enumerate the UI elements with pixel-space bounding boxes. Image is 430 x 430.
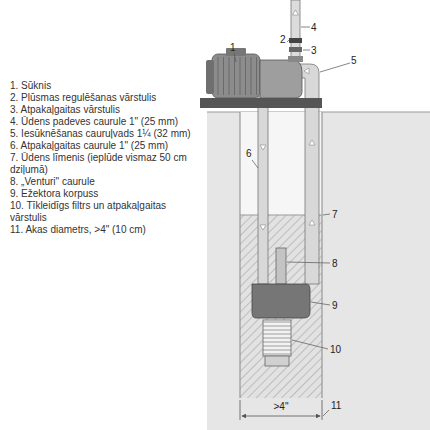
flow-arrow xyxy=(309,140,315,145)
suction-pipe xyxy=(298,64,319,284)
fin xyxy=(218,57,219,95)
part-list-item: 7. Ūdens līmenis (ieplūde vismaz 50 cm d… xyxy=(10,152,202,176)
fin xyxy=(223,57,224,95)
callout-number: 1 xyxy=(230,42,236,53)
part-list-item: 1. Sūknis xyxy=(10,80,202,92)
fin xyxy=(229,57,230,95)
flow-arrow xyxy=(260,225,266,230)
part-list-item: 8. „Venturi" caurule xyxy=(10,176,202,188)
leader-lines xyxy=(234,27,350,416)
flow-arrow xyxy=(260,145,266,150)
fin xyxy=(245,57,246,95)
part-list-item: 9. Ežektora korpuss xyxy=(10,188,202,200)
leader-line xyxy=(303,50,310,51)
motor xyxy=(212,54,260,98)
fin xyxy=(251,57,252,95)
motor-fins xyxy=(218,57,257,95)
leader-line xyxy=(287,262,330,263)
part-list-item: 3. Atpakaļgaitas vārstulis xyxy=(10,104,202,116)
callout-number: 9 xyxy=(332,300,338,311)
leader-line xyxy=(287,40,289,42)
callout-number: 3 xyxy=(311,45,317,56)
callout-number: 11 xyxy=(331,400,341,411)
dimension-label: >4" xyxy=(273,401,290,412)
outlet xyxy=(288,56,303,62)
flow-arrow xyxy=(309,220,315,225)
return-pipe xyxy=(258,96,268,284)
leader-line xyxy=(323,214,330,215)
leader-line xyxy=(234,53,236,62)
ejector-body xyxy=(252,284,310,318)
dimension-tick xyxy=(240,400,241,420)
dimension-line xyxy=(242,416,320,417)
venturi-tube xyxy=(276,248,286,284)
part-list-item: 4. Ūdens padeves caurule 1" (25 mm) xyxy=(10,116,202,128)
callout-number: 7 xyxy=(332,209,338,220)
check-valve xyxy=(289,47,302,52)
base-plate xyxy=(200,98,322,108)
callout-number: 6 xyxy=(246,148,252,159)
leader-line xyxy=(320,63,350,72)
pump xyxy=(200,48,322,108)
motor-cap xyxy=(206,60,214,94)
part-list-item: 5. Iesūknēšanas cauruļvads 1¼ (32 mm) xyxy=(10,128,202,140)
terminal-box xyxy=(226,48,246,56)
leader-line xyxy=(311,302,330,305)
part-list-item: 11. Akas diametrs, >4" (10 cm) xyxy=(10,224,202,236)
leader-line xyxy=(292,340,328,349)
well-wall xyxy=(322,112,323,398)
part-list: 1. Sūknis2. Plūsmas regulēšanas vārstuli… xyxy=(10,80,202,236)
leader-line xyxy=(323,410,329,416)
mesh-filter xyxy=(263,320,291,356)
pump-head xyxy=(260,60,302,98)
callout-number: 4 xyxy=(311,22,317,33)
callout-number: 5 xyxy=(351,55,357,66)
dimension-tick xyxy=(322,400,323,420)
part-list-item: 2. Plūsmas regulēšanas vārstulis xyxy=(10,92,202,104)
flow-arrow xyxy=(293,10,299,15)
callout-number: 10 xyxy=(330,344,341,355)
fin xyxy=(234,57,235,95)
callout-number: 8 xyxy=(332,258,338,269)
foot-valve xyxy=(265,356,289,366)
flow-arrow xyxy=(304,68,309,74)
part-list-item: 6. Atpakaļgaitas caurule 1" (25 mm) xyxy=(10,140,202,152)
part-list-item: 10. Tīkleidīgs filtrs un atpakaļgaitas v… xyxy=(10,200,202,224)
flow-valve xyxy=(289,38,302,43)
leader-line xyxy=(301,27,310,28)
callout-number: 2 xyxy=(280,34,286,45)
well-wall xyxy=(240,112,241,398)
leader-line xyxy=(252,160,258,168)
fin xyxy=(240,57,241,95)
fin xyxy=(256,57,257,95)
